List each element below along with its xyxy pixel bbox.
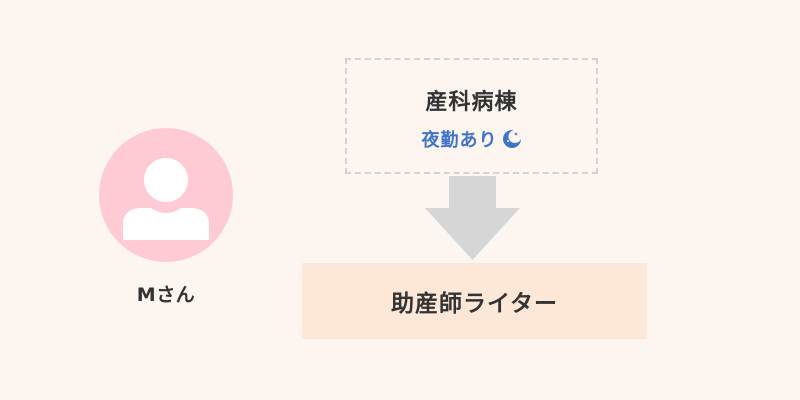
user-icon — [123, 158, 209, 240]
department-subtitle-row: 夜勤あり — [347, 126, 596, 152]
department-box: 産科病棟 夜勤あり — [345, 58, 598, 174]
role-box: 助産師ライター — [302, 263, 647, 339]
person-avatar — [99, 128, 233, 262]
person-name: Mさん — [136, 284, 196, 306]
down-arrow-icon — [425, 176, 520, 260]
department-title: 産科病棟 — [425, 90, 518, 115]
role-label: 助産師ライター — [390, 291, 559, 317]
moon-icon — [502, 130, 521, 148]
department-subtitle: 夜勤あり — [421, 130, 498, 151]
